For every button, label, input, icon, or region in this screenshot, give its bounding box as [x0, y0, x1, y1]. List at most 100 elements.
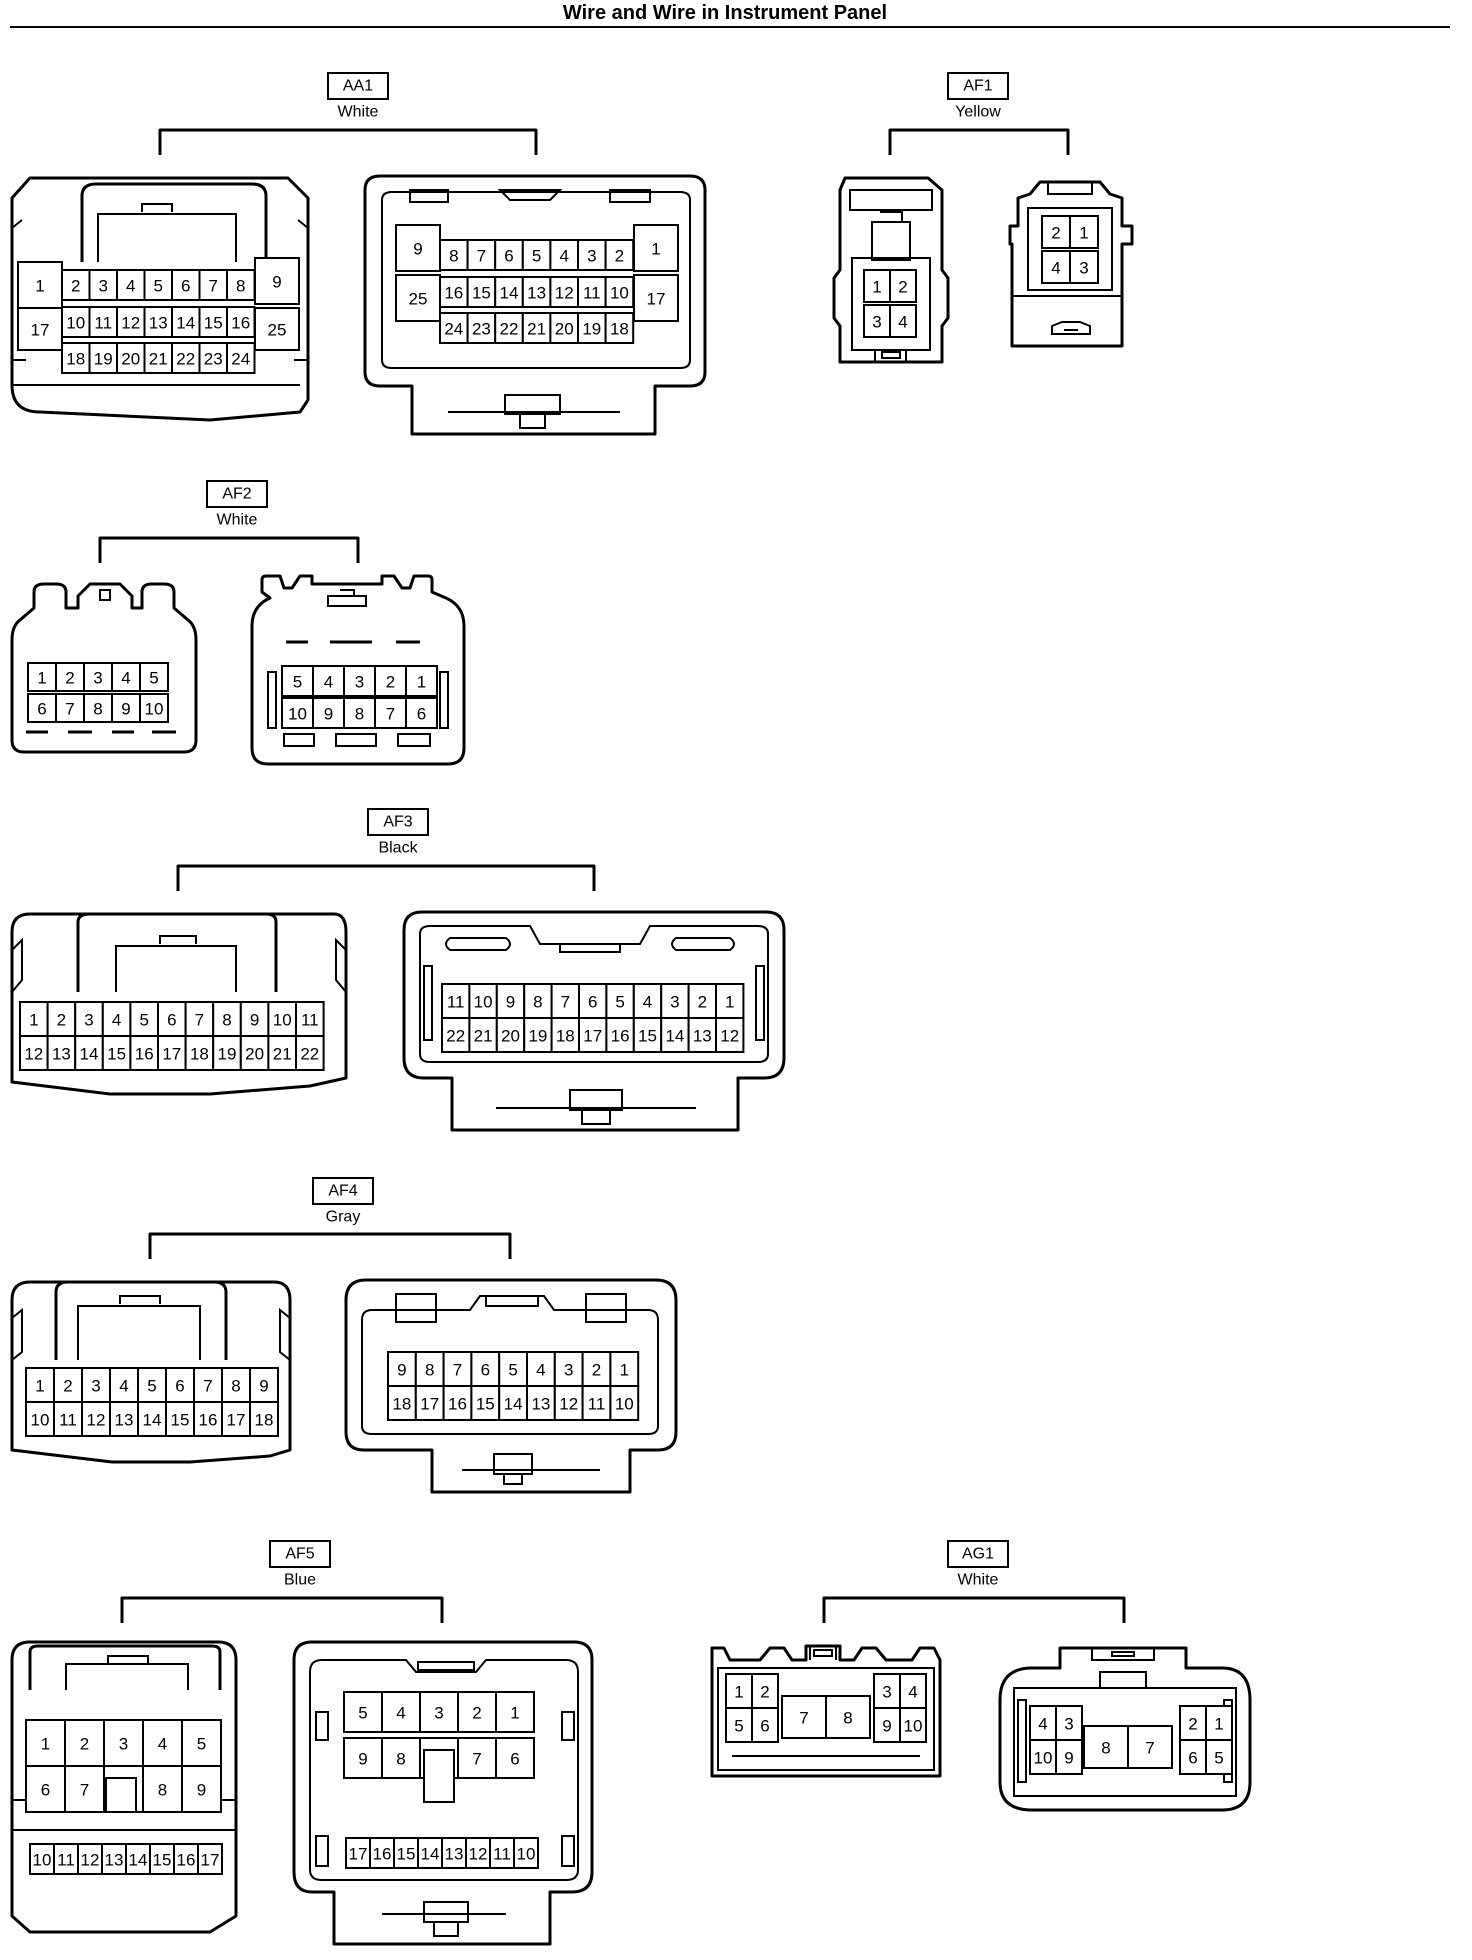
- pin-cell: [442, 1385, 473, 1421]
- pin-cell: [83, 662, 113, 692]
- pin-cell: [581, 1385, 612, 1421]
- housing-outline: [1047, 182, 1093, 195]
- connector-color: Black: [378, 840, 418, 857]
- bracket-line: [822, 1596, 1126, 1623]
- pin-cell: [254, 307, 300, 351]
- connector-id-box: [269, 1540, 331, 1568]
- housing-outline: [267, 671, 449, 729]
- pin-number: 19: [218, 1045, 237, 1064]
- pin-cell: [604, 276, 635, 308]
- pin-number: 7: [65, 700, 74, 719]
- pin-cell: [61, 342, 91, 374]
- pin-number: 18: [556, 1027, 575, 1046]
- pin-cell: [139, 693, 169, 723]
- housing-outline: [28, 1644, 222, 1690]
- housing-outline: [559, 943, 621, 953]
- pin-number: 1: [510, 1704, 519, 1723]
- pin-cell: [198, 342, 228, 374]
- housing-outline: [11, 937, 347, 993]
- pin-number: 1: [41, 1735, 50, 1754]
- housing-outline: [65, 1663, 189, 1690]
- pin-cell: [64, 1719, 105, 1767]
- housing-outline: [99, 589, 111, 601]
- pin-number: 16: [231, 314, 250, 333]
- pin-number: 9: [358, 1750, 367, 1769]
- bracket-line: [888, 128, 1070, 155]
- pin-cell: [523, 983, 553, 1019]
- pin-number: 3: [1064, 1715, 1073, 1734]
- pin-cell: [1205, 1739, 1233, 1775]
- housing-outline: [10, 1280, 292, 1464]
- pin-number: 1: [1079, 224, 1088, 243]
- connector-color: White: [338, 104, 379, 121]
- housing-outline: [10, 582, 198, 754]
- connector-id: AF2: [222, 486, 251, 503]
- pin-number: 12: [559, 1395, 578, 1414]
- pin-cell: [889, 269, 917, 303]
- connector-id-box: [206, 480, 268, 508]
- pin-cell: [439, 276, 469, 308]
- housing-outline: [497, 189, 563, 201]
- pin-cell: [226, 306, 256, 338]
- pin-number: 3: [119, 1735, 128, 1754]
- pin-cell: [345, 1837, 371, 1869]
- housing-outline: [97, 213, 237, 262]
- pin-number: 4: [643, 993, 652, 1012]
- pin-number: 12: [87, 1411, 106, 1430]
- pin-number: 7: [209, 277, 218, 296]
- pin-number: 2: [898, 278, 907, 297]
- pin-cell: [171, 269, 201, 301]
- pin-number: 16: [448, 1395, 467, 1414]
- housing-outline: [409, 189, 651, 203]
- pin-number: 12: [469, 1845, 488, 1864]
- pin-number: 1: [651, 240, 660, 259]
- housing-outline: [10, 912, 348, 1096]
- housing-outline: [717, 1667, 935, 1771]
- pin-number: 15: [476, 1395, 495, 1414]
- pin-number: 17: [583, 1027, 602, 1046]
- pin-number: 15: [638, 1027, 657, 1046]
- pin-cell: [221, 1401, 251, 1437]
- connector-color: Blue: [284, 1572, 316, 1589]
- pin-cell: [267, 1001, 297, 1037]
- pin-number: 9: [413, 240, 422, 259]
- pin-number: 15: [204, 314, 223, 333]
- pin-number: 9: [882, 1717, 891, 1736]
- pin-number: 1: [417, 673, 426, 692]
- pin-number: 14: [176, 314, 195, 333]
- pin-cell: [1029, 1739, 1057, 1775]
- pin-number: 22: [176, 350, 195, 369]
- pin-cell: [139, 662, 169, 692]
- pin-cell: [632, 1017, 663, 1053]
- pin-number: 7: [472, 1750, 481, 1769]
- pin-number: 4: [908, 1683, 917, 1702]
- housing-outline: [395, 1293, 627, 1323]
- pin-number: 21: [474, 1027, 493, 1046]
- pin-number: 2: [71, 277, 80, 296]
- pin-number: 10: [145, 700, 164, 719]
- pin-number: 17: [31, 321, 50, 340]
- pin-number: 17: [201, 1851, 220, 1870]
- pin-cell: [111, 662, 141, 692]
- housing-outline: [77, 1305, 201, 1360]
- pin-number: 4: [112, 1011, 121, 1030]
- bracket-line: [120, 1596, 444, 1623]
- pin-cell: [687, 983, 717, 1019]
- pin-cell: [725, 1707, 753, 1743]
- pin-cell: [550, 983, 580, 1019]
- pin-number: 3: [882, 1683, 891, 1702]
- pin-cell: [526, 1351, 556, 1387]
- housing-outline: [1051, 321, 1091, 335]
- pin-number: 6: [167, 1011, 176, 1030]
- pin-number: 13: [52, 1045, 71, 1064]
- pin-cell: [193, 1367, 223, 1403]
- pin-number: 1: [29, 1011, 38, 1030]
- housing-outline: [11, 1307, 291, 1361]
- pin-number: 2: [386, 673, 395, 692]
- pin-number: 13: [693, 1027, 712, 1046]
